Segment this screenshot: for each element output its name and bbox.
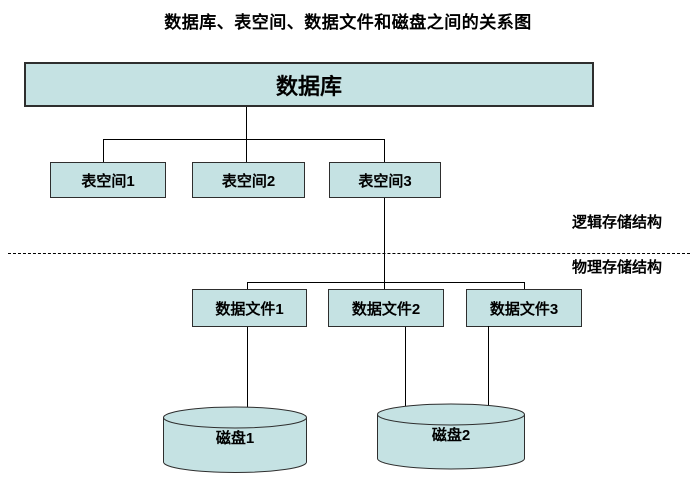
connector-tablespaces-bus	[103, 139, 385, 140]
diagram-title: 数据库、表空间、数据文件和磁盘之间的关系图	[164, 13, 532, 32]
node-database-label: 数据库	[275, 73, 342, 99]
disk-1-cylinder-icon	[163, 406, 307, 473]
connector-drop-tablespace2	[246, 139, 247, 162]
connector-datafiles-bus	[247, 282, 525, 283]
node-tablespace-2-label: 表空间2	[221, 172, 276, 190]
node-tablespace-1-label: 表空间1	[81, 172, 135, 190]
node-datafile-2: 数据文件2	[328, 289, 444, 327]
node-datafile-1-label: 数据文件1	[215, 300, 284, 318]
node-tablespace-1: 表空间1	[50, 162, 166, 198]
node-tablespace-2: 表空间2	[192, 162, 305, 198]
disk-2-cylinder-icon	[377, 403, 525, 470]
connector-datafile3-disk2	[488, 326, 489, 409]
connector-drop-tablespace3	[384, 139, 385, 162]
connector-drop-tablespace1	[103, 139, 104, 162]
node-disk-1-label: 磁盘1	[215, 430, 255, 447]
node-datafile-1: 数据文件1	[192, 289, 307, 327]
node-database: 数据库	[24, 62, 594, 107]
connector-datafile2-disk2	[405, 327, 406, 409]
label-physical-structure: 物理存储结构	[572, 259, 663, 276]
node-disk-2-label: 磁盘2	[431, 427, 471, 444]
connector-database-trunk	[246, 107, 247, 139]
node-datafile-3: 数据文件3	[466, 289, 582, 327]
connector-datafile1-disk1	[247, 327, 248, 411]
connector-tablespace3-down	[384, 198, 385, 289]
node-tablespace-3: 表空间3	[329, 162, 441, 198]
node-datafile-2-label: 数据文件2	[351, 300, 421, 318]
connector-drop-datafile3	[524, 282, 525, 289]
node-datafile-3-label: 数据文件3	[489, 300, 559, 318]
logical-physical-divider	[8, 253, 690, 254]
node-tablespace-3-label: 表空间3	[358, 172, 412, 190]
connector-drop-datafile1	[247, 282, 248, 289]
label-logical-structure: 逻辑存储结构	[572, 214, 663, 231]
